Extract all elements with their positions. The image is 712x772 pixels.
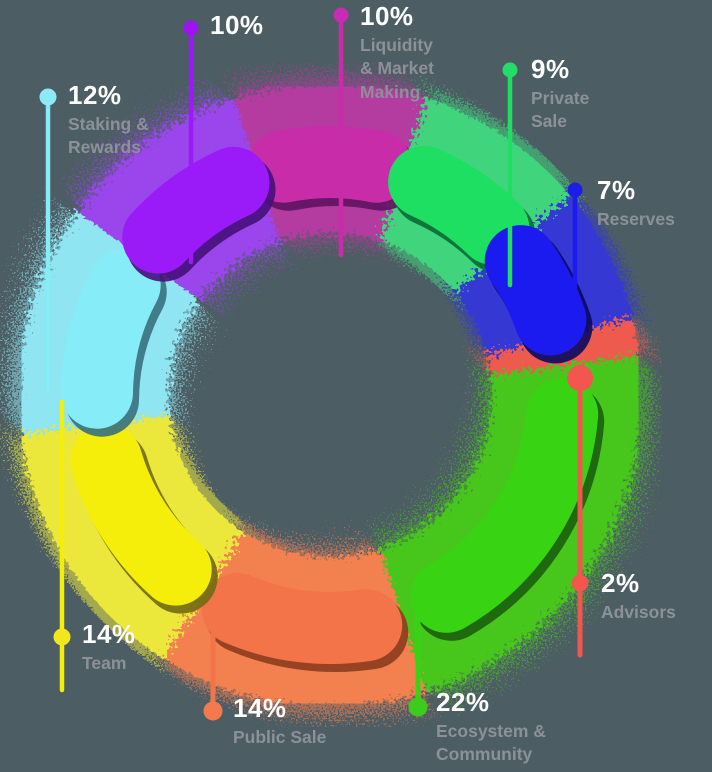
- pin-dot-liquidity: [333, 7, 349, 23]
- callout-pins: [39, 7, 593, 721]
- segment-marker-advisors: [567, 365, 593, 391]
- pin-dot-public-sale: [203, 701, 223, 721]
- pin-dot-team: [53, 628, 71, 646]
- pin-dot-staking: [39, 88, 57, 106]
- pin-dot-purple: [183, 20, 199, 36]
- pin-dot-advisors: [571, 574, 589, 592]
- pin-dot-ecosystem: [408, 697, 428, 717]
- pin-dot-private-sale: [502, 62, 518, 78]
- pin-dot-reserves: [567, 182, 583, 198]
